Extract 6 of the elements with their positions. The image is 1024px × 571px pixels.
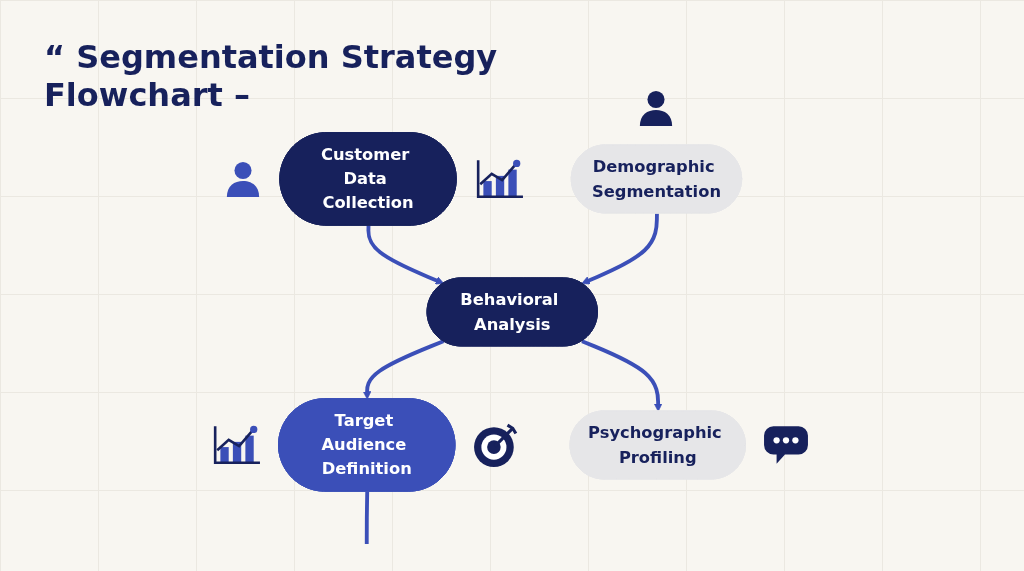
arrow [366,225,445,285]
arrow [581,339,663,412]
title: “ Segmentation Strategy Flowchart – [44,38,499,115]
connector [364,491,370,544]
arrow [581,213,659,285]
arrow [362,339,445,400]
